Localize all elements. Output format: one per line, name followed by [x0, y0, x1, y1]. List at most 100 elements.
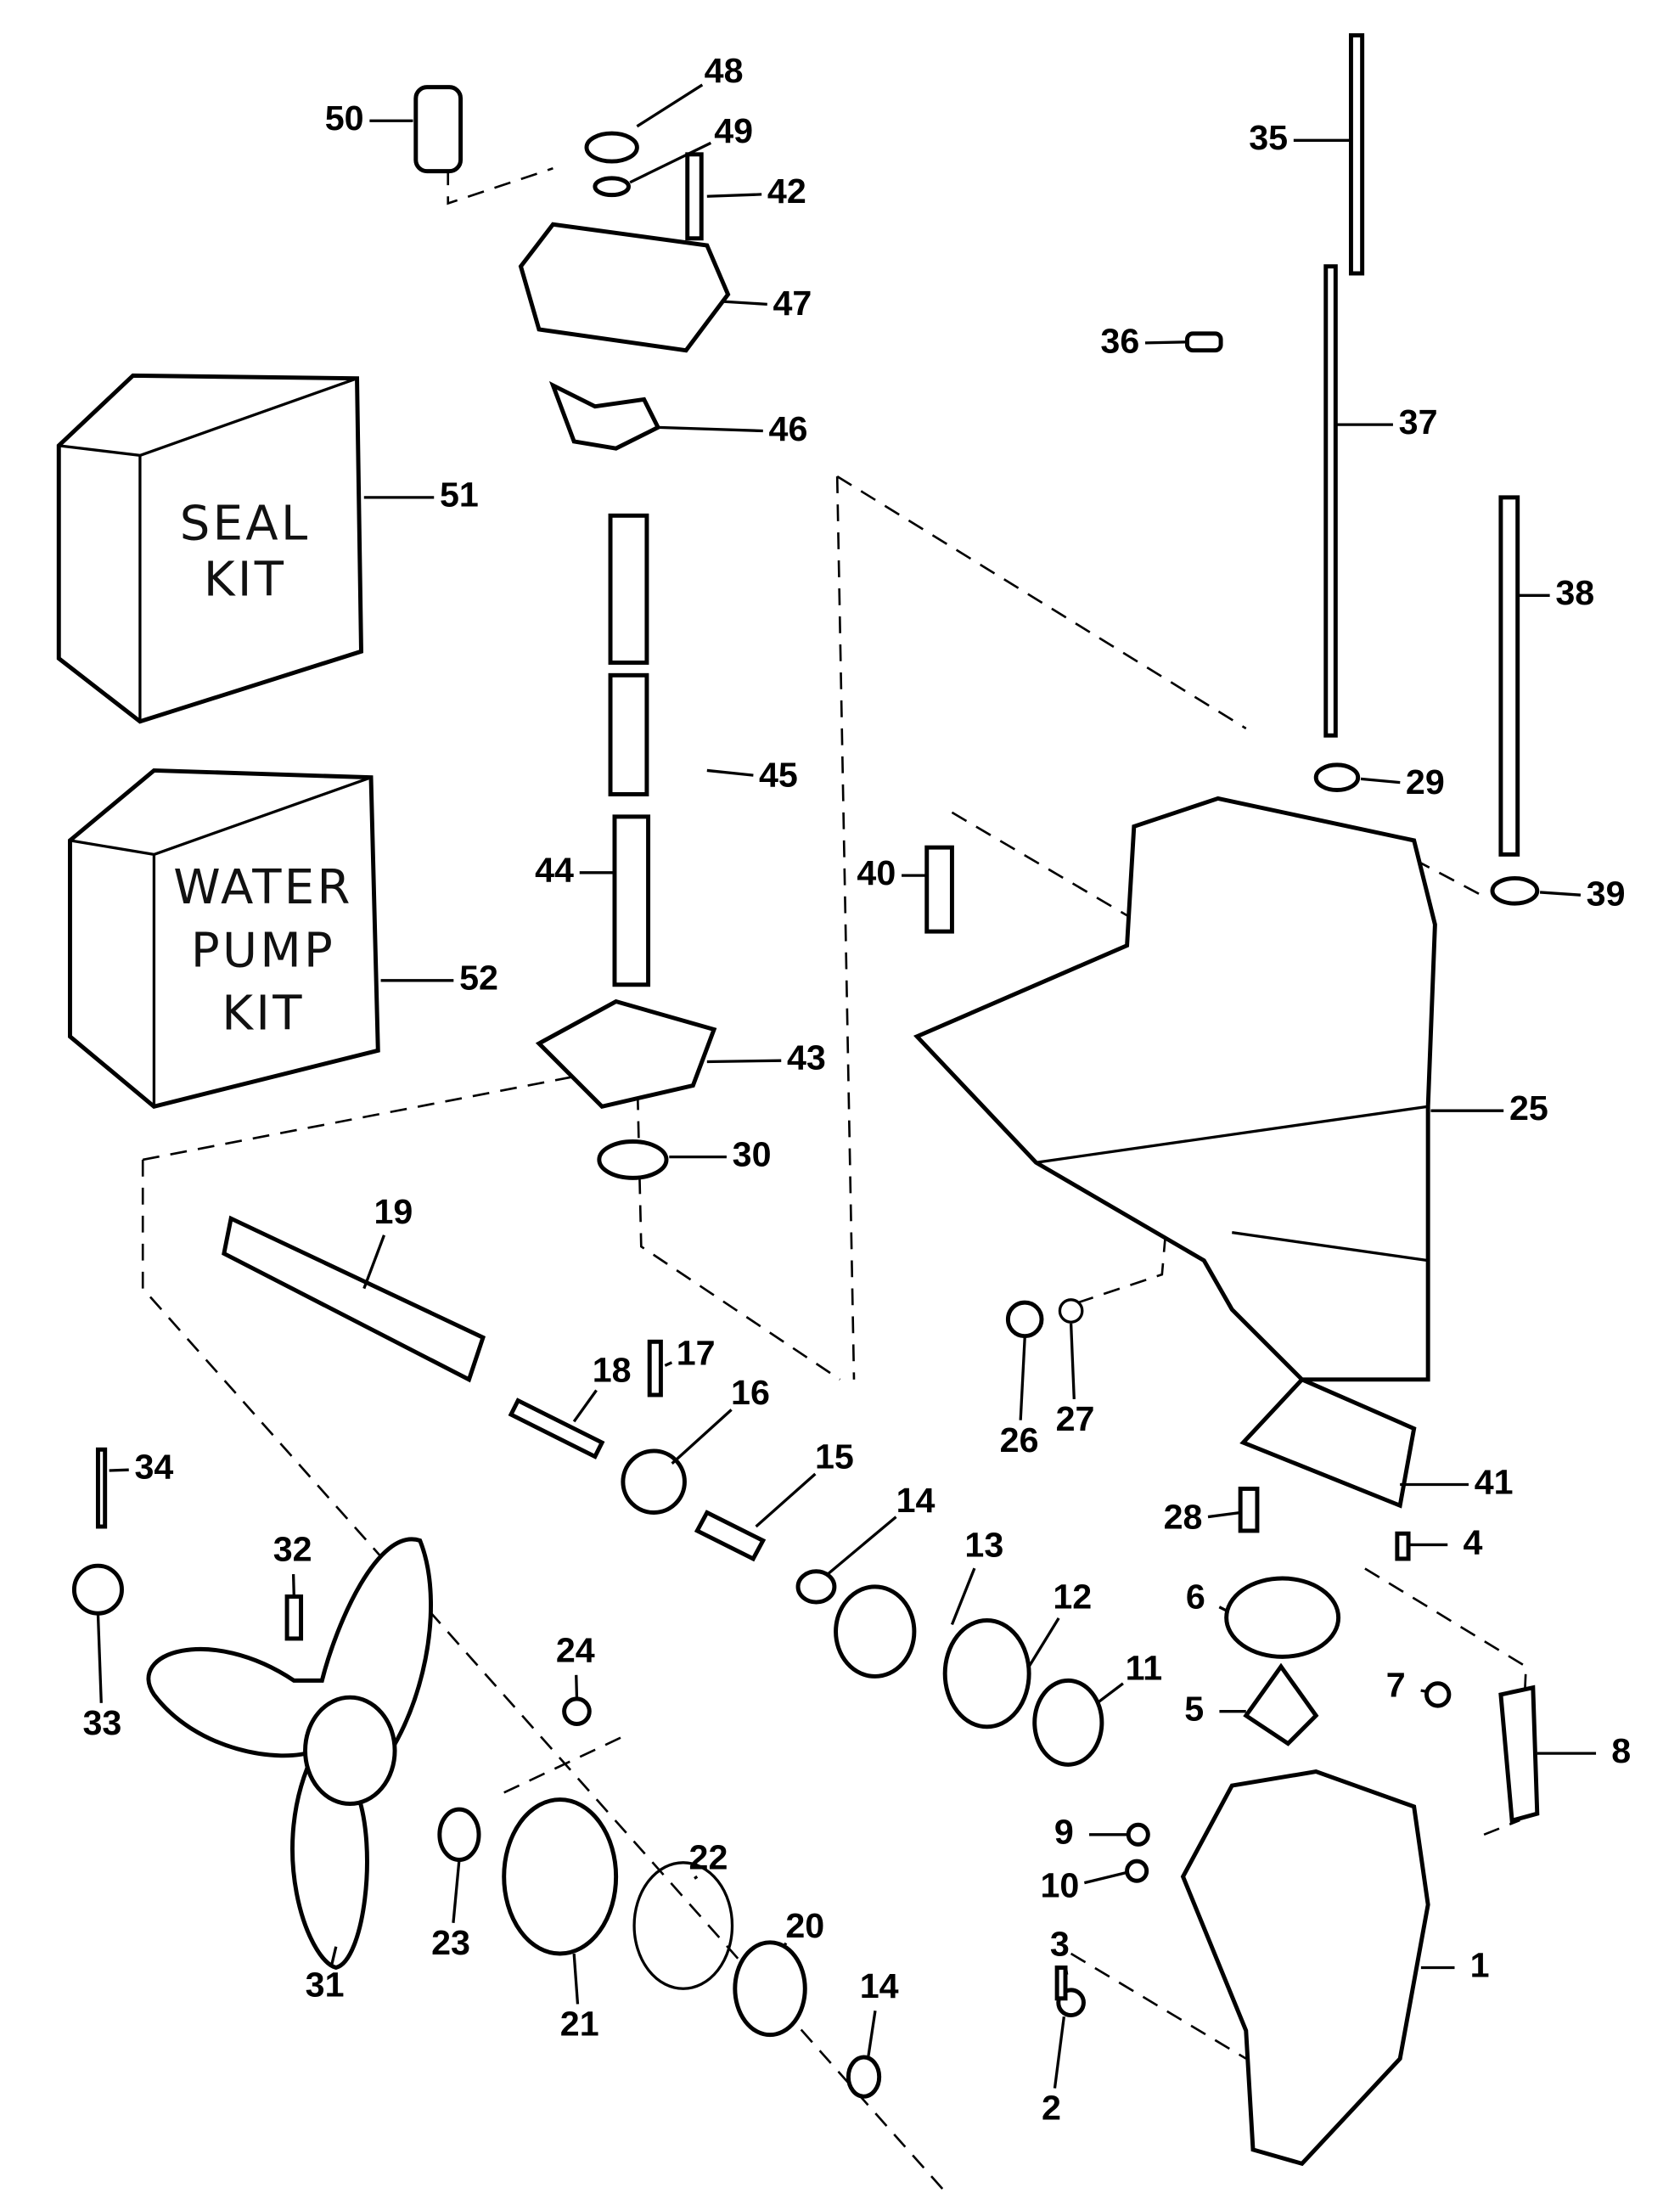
- leader-line: [1098, 1682, 1124, 1703]
- callout-number: 11: [1126, 1649, 1163, 1688]
- leader-line: [1027, 1617, 1060, 1668]
- callout-number: 48: [705, 51, 744, 90]
- leader-line: [664, 1361, 673, 1367]
- leader-line: [572, 1389, 598, 1423]
- leader-line: [636, 83, 704, 128]
- callout-number: 49: [714, 111, 753, 150]
- leader-line: [362, 1234, 386, 1290]
- callout-number: 45: [759, 756, 798, 795]
- callout-number: 40: [857, 853, 896, 892]
- leader-line: [96, 1613, 103, 1703]
- callout-number: 4: [1463, 1522, 1482, 1561]
- callout-23: 23: [431, 1859, 470, 1962]
- callout-number: 1: [1470, 1945, 1490, 1984]
- callout-number: 15: [815, 1437, 854, 1476]
- callout-52: 52: [380, 959, 498, 998]
- leader-line: [452, 1859, 461, 1923]
- callout-17: 17: [664, 1334, 716, 1373]
- callout-number: 12: [1053, 1578, 1092, 1617]
- leader-line: [1069, 1323, 1076, 1400]
- leader-line: [755, 1472, 817, 1528]
- callout-34: 34: [109, 1447, 173, 1486]
- callout-49: 49: [629, 111, 753, 184]
- callout-15: 15: [755, 1437, 854, 1528]
- callout-5: 5: [1184, 1690, 1246, 1729]
- leader-line: [291, 1574, 295, 1597]
- callout-number: 52: [459, 959, 498, 998]
- callout-number: 31: [306, 1965, 345, 2004]
- leader-line: [1053, 2016, 1066, 2089]
- callout-9: 9: [1054, 1813, 1129, 1852]
- callout-28: 28: [1164, 1498, 1241, 1537]
- callout-number: 14: [860, 1966, 899, 2005]
- callout-number: 34: [134, 1447, 173, 1486]
- callout-number: 17: [677, 1334, 716, 1373]
- callout-number: 23: [431, 1923, 470, 1962]
- callout-6: 6: [1186, 1578, 1228, 1617]
- callout-number: 16: [731, 1373, 770, 1412]
- callout-33: 33: [82, 1613, 121, 1742]
- callout-7: 7: [1386, 1666, 1429, 1705]
- leader-line: [1420, 1689, 1429, 1694]
- leader-line: [783, 1942, 788, 1948]
- callout-43: 43: [706, 1038, 826, 1077]
- callout-31: 31: [306, 1946, 345, 2004]
- callout-27: 27: [1056, 1323, 1094, 1438]
- callout-46: 46: [658, 409, 807, 448]
- callout-8: 8: [1537, 1731, 1631, 1770]
- callout-number: 44: [535, 851, 574, 890]
- callout-21: 21: [560, 1953, 599, 2044]
- leader-line: [575, 1674, 579, 1698]
- callout-number: 51: [440, 475, 479, 515]
- callout-45: 45: [706, 756, 798, 795]
- leader-line: [1360, 777, 1401, 785]
- callout-14: 14: [860, 1966, 899, 2059]
- callout-26: 26: [1000, 1337, 1039, 1459]
- leader-line: [1207, 1510, 1241, 1519]
- callout-50: 50: [325, 98, 413, 138]
- callout-44: 44: [535, 851, 614, 890]
- callout-number: 29: [1406, 762, 1445, 801]
- callout-number: 14: [896, 1481, 936, 1520]
- callout-14: 14: [824, 1481, 936, 1577]
- callout-18: 18: [572, 1350, 632, 1423]
- callout-number: 19: [374, 1192, 413, 1231]
- leader-line: [706, 768, 754, 777]
- callout-number: 7: [1386, 1666, 1406, 1705]
- callout-number: 38: [1555, 573, 1594, 612]
- leader-line: [694, 1875, 699, 1880]
- callout-number: 39: [1587, 875, 1626, 914]
- callout-number: 3: [1050, 1925, 1070, 1964]
- callout-number: 5: [1184, 1690, 1204, 1729]
- leader-line: [1064, 1968, 1069, 1975]
- callout-24: 24: [556, 1630, 595, 1698]
- leader-line: [329, 1946, 338, 1966]
- callout-number: 18: [593, 1350, 632, 1389]
- leader-line: [671, 1409, 733, 1465]
- callout-13: 13: [950, 1526, 1003, 1626]
- callout-29: 29: [1360, 762, 1445, 801]
- callout-number: 36: [1100, 321, 1139, 360]
- callout-32: 32: [273, 1530, 312, 1597]
- callout-number: 13: [964, 1526, 1003, 1565]
- leader-line: [1218, 1606, 1228, 1612]
- callout-10: 10: [1040, 1865, 1127, 1904]
- callout-2: 2: [1042, 2016, 1066, 2128]
- callout-number: 25: [1509, 1088, 1548, 1128]
- callout-number: 22: [689, 1837, 728, 1876]
- callout-22: 22: [689, 1837, 728, 1880]
- callout-30: 30: [669, 1135, 772, 1174]
- leader-line: [629, 141, 712, 184]
- callout-number: 46: [769, 409, 808, 448]
- svg-text:SEAL: SEAL: [180, 496, 311, 551]
- callout-number: 43: [787, 1038, 826, 1077]
- leader-line: [706, 1059, 782, 1064]
- callout-number: 28: [1164, 1498, 1203, 1537]
- callout-number: 33: [82, 1703, 121, 1742]
- callout-38: 38: [1519, 573, 1594, 612]
- leader-line: [1539, 891, 1582, 897]
- callout-number: 8: [1611, 1731, 1631, 1770]
- callout-number: 2: [1042, 2089, 1061, 2128]
